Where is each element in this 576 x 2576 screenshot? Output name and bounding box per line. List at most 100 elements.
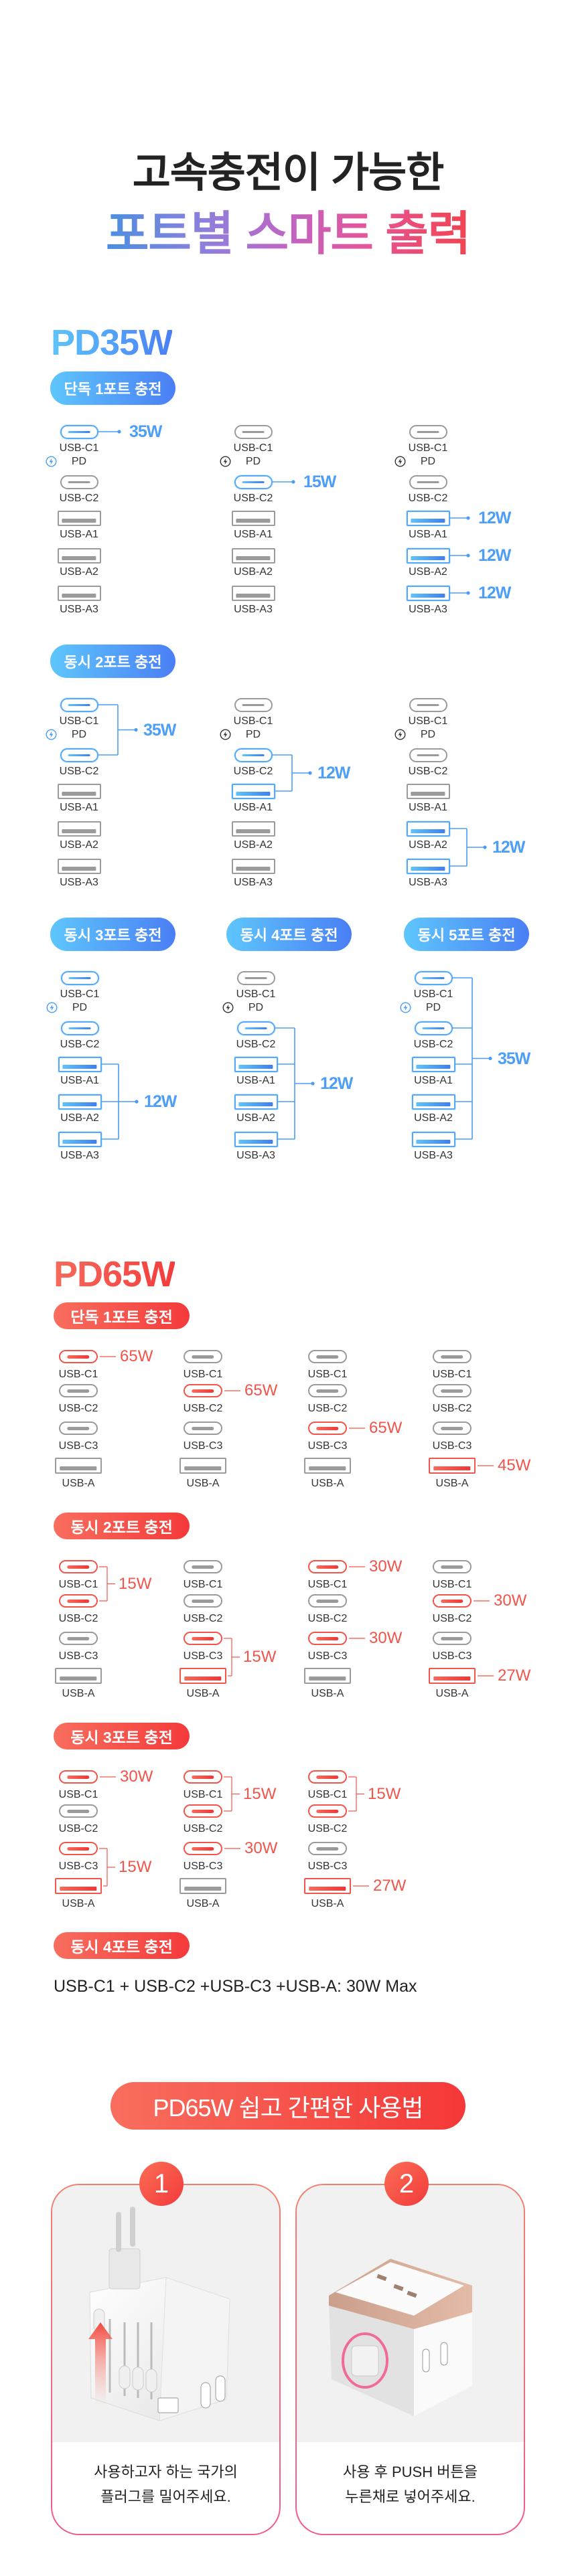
port-label: USB-C2	[432, 1403, 472, 1414]
port-usb-c3	[59, 1632, 98, 1645]
port-usb-c3	[184, 1422, 222, 1435]
bolt-icon	[220, 456, 231, 467]
connector-lines	[100, 1356, 116, 1357]
port-usb-a3	[231, 858, 275, 874]
port-slot	[62, 829, 96, 833]
port-usb-a3	[406, 858, 450, 874]
port-label: USB-A2	[414, 1112, 453, 1124]
wattage-label: 15W	[303, 473, 336, 491]
port-usb-c3	[308, 1422, 347, 1435]
connector-lines	[349, 1566, 365, 1639]
wattage-label: 12W	[144, 1092, 177, 1111]
mode-badge: 동시 4포트 충전	[226, 918, 352, 951]
pd35-heading-text: PD35W	[51, 323, 173, 363]
port-usb-c1	[184, 1770, 222, 1784]
port-label: USB-A3	[234, 604, 273, 615]
port-label: USB-A1	[414, 1075, 453, 1086]
port-label: USB-A	[435, 1478, 469, 1489]
port-usb-a1	[411, 1056, 455, 1072]
port-slot	[422, 1027, 445, 1029]
port-label: USB-C1	[408, 442, 448, 454]
port-usb-a2	[406, 547, 450, 564]
mode-badge: 동시 5포트 충전	[404, 918, 529, 951]
adapter-plug-slide-image	[52, 2185, 279, 2442]
wattage-label: 45W	[498, 1456, 531, 1474]
port-usb-a1	[406, 510, 450, 526]
port-usb-c2	[433, 1384, 472, 1397]
connector-lines	[98, 430, 121, 434]
port-label: USB-C2	[233, 493, 273, 504]
port-usb-a1	[57, 510, 101, 526]
port-slot	[236, 593, 271, 598]
wattage-label: 12W	[478, 584, 511, 602]
bolt-icon	[46, 1002, 58, 1013]
port-label: USB-A2	[236, 1112, 275, 1124]
port-usb-c2	[308, 1804, 347, 1818]
bolt-shape	[223, 458, 228, 465]
port-slot	[411, 593, 445, 598]
port-usb-c3	[308, 1632, 347, 1645]
port-slot	[416, 1064, 451, 1069]
usage-step-1-card: 사용하고자 하는 국가의 플러그를 밀어주세요.	[51, 2184, 281, 2535]
wattage-label: 15W	[243, 1784, 277, 1803]
connector-dot	[117, 430, 121, 434]
bolt-circle	[400, 1002, 411, 1013]
headline-line-1: 고속충전이 가능한	[132, 150, 445, 196]
port-slot	[309, 1887, 346, 1891]
port-usb-c2	[59, 1594, 98, 1608]
port-usb-a	[179, 1878, 226, 1894]
port-label: USB-A1	[60, 1075, 99, 1086]
port-usb-a1	[406, 783, 450, 799]
port-label: USB-C1	[183, 1789, 223, 1800]
port-slot	[62, 791, 96, 796]
port-slot	[238, 1102, 273, 1106]
port-label: USB-C1	[60, 989, 100, 1000]
port-usb-c2	[184, 1384, 222, 1397]
port-usb-c1	[59, 1560, 98, 1573]
port-slot	[417, 430, 439, 433]
port-usb-c2	[59, 1384, 98, 1397]
port-slot	[242, 703, 265, 706]
port-label: USB-A2	[409, 839, 447, 851]
port-slot	[184, 1466, 222, 1470]
port-slot	[67, 1636, 90, 1640]
port-usb-a3	[57, 585, 101, 601]
bolt-icon	[220, 729, 231, 740]
port-label: USB-A	[311, 1478, 344, 1489]
pd-indicator: PD	[400, 1002, 467, 1014]
port-label: USB-C1	[236, 989, 276, 1000]
connector-lines	[449, 828, 487, 867]
port-slot	[68, 430, 90, 433]
port-slot	[236, 518, 271, 523]
connector-dot	[488, 1056, 492, 1061]
port-usb-a3	[411, 1131, 455, 1147]
port-slot	[422, 976, 445, 979]
port-usb-c2	[308, 1384, 347, 1397]
port-usb-c1	[236, 970, 275, 985]
port-usb-a2	[406, 821, 450, 837]
port-slot	[67, 1426, 90, 1430]
port-label: USB-C2	[432, 1613, 472, 1624]
port-slot	[238, 1139, 273, 1144]
port-usb-a	[179, 1668, 226, 1684]
port-label: USB-C1	[233, 442, 273, 454]
port-slot	[236, 555, 271, 560]
connector-lines	[478, 1465, 494, 1466]
port-usb-c1	[414, 970, 453, 985]
wattage-label: 15W	[119, 1858, 152, 1876]
port-slot	[60, 1466, 97, 1470]
wattage-label: 65W	[369, 1419, 403, 1437]
port-slot	[62, 866, 96, 871]
port-usb-a3	[234, 1131, 278, 1147]
port-slot	[411, 829, 445, 833]
badge-pd65-4port: 동시 4포트 충전	[54, 1932, 190, 1959]
pd-indicator: PD	[220, 729, 287, 741]
bolt-circle	[394, 456, 406, 467]
port-usb-a2	[411, 1094, 455, 1110]
port-slot	[316, 1355, 339, 1359]
port-label: USB-C3	[183, 1650, 223, 1662]
